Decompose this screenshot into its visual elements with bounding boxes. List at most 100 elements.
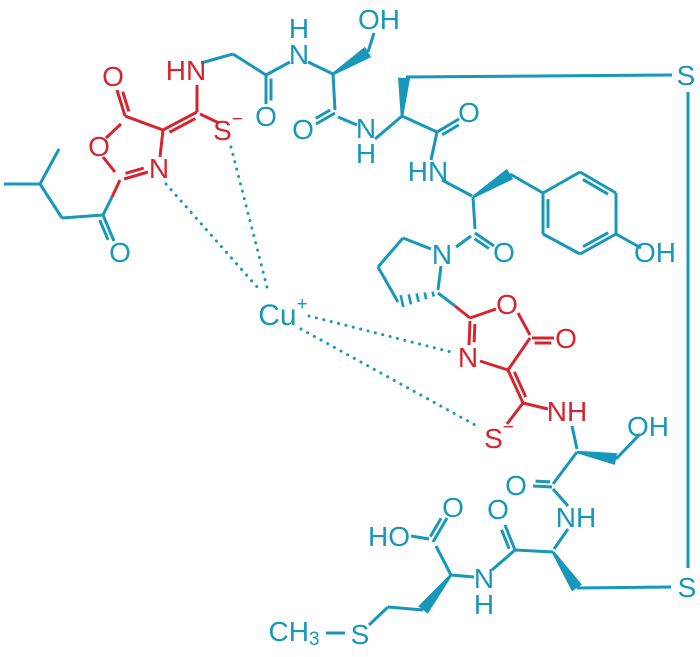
atom-label-text-tyr-amide-hn: HN <box>408 156 448 187</box>
iso-c-dbl-o-bond-second <box>98 219 110 241</box>
gly-hn-ch2-bond <box>200 52 234 65</box>
atom-label-met-ch3: CH3 <box>268 616 319 650</box>
cu-s2-dotted-bond <box>299 327 479 428</box>
atom-label-text-ser1-oh: OH <box>358 4 400 35</box>
cysb-co-n-bond <box>491 548 516 572</box>
cysa-ca-co-bond <box>401 114 438 134</box>
atom-label-tyr-phenol-oh: OH <box>634 237 676 268</box>
cooh-c-dbl-o-bond-main <box>431 517 449 543</box>
atom-label-met-amide-h: H <box>474 589 494 620</box>
atom-label-copper-ion: Cu+ <box>258 294 307 332</box>
atom-label-text-cooh-ho: HO <box>368 521 410 552</box>
oxa-o1-c5-bond <box>104 122 123 140</box>
isopentyl-ch2-co-bond <box>61 213 104 220</box>
ser1-co-n-bond <box>337 115 358 127</box>
isopentyl-ch-ch2-bond <box>38 183 64 219</box>
pro-n-cd-bond <box>402 236 432 251</box>
cu-s1-dotted-bond <box>229 145 269 289</box>
oxb-c4-n-bond <box>479 359 509 372</box>
met-n-ca-bond <box>450 573 475 579</box>
pro-ca-n-bond <box>436 265 443 291</box>
atom-label-oxazolone-b-ring-o: O <box>496 289 518 320</box>
atom-label-oxazolone-b-ring-n: N <box>458 342 478 373</box>
atom-label-text-gly-amide-h: H <box>289 13 309 44</box>
cysb-c-dbl-o-bond-main <box>503 524 517 551</box>
cysb-ca-co-bond <box>514 548 554 554</box>
atom-label-thioamide-a-s: S− <box>213 109 243 146</box>
pro-ca-oxb-teal-bond <box>437 291 456 308</box>
atom-label-ser1-amide-h: H <box>356 138 376 169</box>
atom-label-text-thioamide-b-nh: NH <box>547 396 587 427</box>
oxa-c4-dbl-exo-bond-main <box>162 110 198 132</box>
tyr-wedge-bond <box>472 168 514 199</box>
oxb-o1-c5-bond <box>516 312 532 336</box>
benzene-c4-c5-bond-second <box>582 231 609 248</box>
ser1-c-dbl-o-bond-second <box>315 108 331 120</box>
atom-label-text-pro-n: N <box>432 239 452 270</box>
atom-label-met-thioether-s: S <box>351 619 370 650</box>
atom-label-oxazolone-a-ring-n: N <box>149 153 169 184</box>
benzene-c2-c3-bond-second <box>582 178 609 196</box>
ser2-ch2-oh-bond <box>614 432 642 461</box>
benzene-c4-c5-bond-main <box>579 232 617 256</box>
tyr-c4-oh-bond <box>615 232 642 250</box>
atom-label-text-met-amide-n: N <box>474 563 494 594</box>
cysb-nh-ca-bond <box>552 528 570 550</box>
tyr-ca-co-bond <box>471 196 477 230</box>
atom-label-text-cys-b-carbonyl-o: O <box>487 494 509 525</box>
atom-label-text-ser1-amide-n: N <box>356 113 376 144</box>
atom-label-tyr-amide-hn: HN <box>408 156 448 187</box>
oxb-n-dbl-c2-bond-main <box>467 320 472 346</box>
atom-label-cys-b-carbonyl-o: O <box>487 494 509 525</box>
oxb-c5-c4-bond <box>506 337 532 371</box>
iso-c-dbl-o-bond-main <box>101 214 116 242</box>
pro-hash-bond-tick-4 <box>399 294 405 308</box>
ser1-ch2-oh-bond <box>366 32 376 53</box>
atom-label-text-disulfide-s-bottom: S <box>678 572 697 603</box>
oxb-c4-dbl-exo-bond-second <box>512 371 528 398</box>
atom-label-disulfide-s-top: S <box>677 60 696 91</box>
ser2-co-nh-bond <box>551 488 570 507</box>
cysa-ch2-s-bond <box>405 73 673 79</box>
oxa-c4-dbl-exo-bond-second <box>168 117 196 134</box>
atom-label-text-ser1-carbonyl-o: O <box>292 114 314 145</box>
ser1-wedge-bond <box>332 46 372 76</box>
atom-label-isobutyryl-o: O <box>109 237 131 268</box>
atom-label-sub-met-ch3: 3 <box>309 629 320 650</box>
atom-label-text-cys-a-carbonyl-o: O <box>458 97 480 128</box>
cysb-ch2-s-bond <box>576 585 672 590</box>
gly-ch2-co-bond <box>232 52 267 77</box>
atom-label-text-tyr-phenol-oh: OH <box>634 237 676 268</box>
tyr-hn-ca-bond <box>441 178 473 198</box>
atom-label-text-gly-amide-n: N <box>289 39 309 70</box>
atom-label-text-isobutyryl-o: O <box>109 237 131 268</box>
tyr-c-dbl-o-bond-main <box>474 231 495 248</box>
pro-hash-bond-tick-1 <box>423 292 428 300</box>
atom-label-ser2-oh: OH <box>627 411 669 442</box>
gly-co-n-bond <box>265 60 291 77</box>
cysa-co-hn-bond <box>429 131 439 161</box>
oxb-n-dbl-c2-bond-second <box>472 324 477 343</box>
cysb-c-dbl-o-bond-second <box>500 529 511 550</box>
cysa-c-dbl-o-bond-main <box>436 117 460 134</box>
oxa-c2-o1-bond <box>101 156 117 173</box>
atom-label-text-tyr-carbonyl-o: O <box>493 237 515 268</box>
atom-label-text-met-thioether-s: S <box>351 619 370 650</box>
met-wedge-bond <box>418 574 453 614</box>
oxa-c5-dbl-o-bond-second <box>121 91 131 112</box>
atom-label-met-amide-n: N <box>474 563 494 594</box>
atom-label-ser1-oh: OH <box>358 4 400 35</box>
atom-label-thioamide-b-s: S− <box>484 417 514 454</box>
atom-label-tyr-carbonyl-o: O <box>493 237 515 268</box>
ser2-nh-ca-bond <box>570 425 579 450</box>
atom-label-text-thioamide-a-hn: HN <box>166 55 206 86</box>
ser1-ca-co-bond <box>331 73 337 111</box>
oxa-c5-c4-bond <box>124 114 164 132</box>
atom-label-thioamide-a-hn: HN <box>166 55 206 86</box>
atom-label-gly-carbonyl-o: O <box>255 101 277 132</box>
atom-label-text-gly-carbonyl-o: O <box>255 101 277 132</box>
pro-cd-cg-bond <box>376 237 405 268</box>
oxa-c4-n-bond <box>158 129 165 158</box>
atom-label-disulfide-s-bottom: S <box>678 572 697 603</box>
